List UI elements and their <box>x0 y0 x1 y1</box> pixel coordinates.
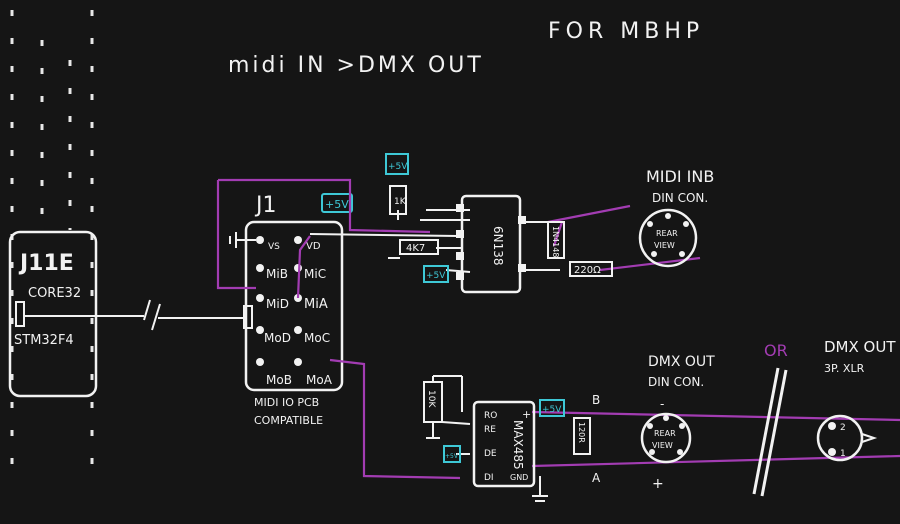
midi-supply-bottom: +5V <box>426 271 446 281</box>
core-bus-wire <box>24 299 253 331</box>
dmx-supply: +5V <box>542 405 562 415</box>
dmx-or-label: OR <box>764 341 788 360</box>
optocoupler-body <box>460 194 522 294</box>
midi-in-section: +5V 1K 4K7 +5V 6N138 1N4148 220Ω MIDI IN… <box>385 153 714 294</box>
dmx-pin-vcc: + <box>522 408 531 421</box>
dmx-line-b: B <box>592 393 600 407</box>
midi-view-line1: REAR <box>656 229 678 238</box>
dmx-pin-re: RE <box>484 425 496 435</box>
dmx-driver-label: MAX485 <box>511 420 525 470</box>
j1-connector: J1 +5V VS VD MiB MiC MiD MiA MoD MoC MoB… <box>229 193 353 427</box>
dmx-out-section: 10K MAX485 RO RE DE DI + GND +5V +5V 120… <box>423 338 896 502</box>
midi-connector-sub: DIN CON. <box>652 191 708 205</box>
dmx-din-sub: DIN CON. <box>648 375 704 389</box>
midi-supply-top: +5V <box>388 162 408 172</box>
j1-pin-vs: VS <box>268 242 280 252</box>
title-line1: midi IN >DMX OUT <box>228 53 484 78</box>
j1-caption-line1: MIDI IO PCB <box>254 396 319 409</box>
dmx-de-supply: +5V <box>445 453 459 460</box>
j1-power-label: +5V <box>325 198 349 211</box>
midi-din-connector <box>638 208 698 268</box>
j1-pin-mic: MiC <box>304 267 326 281</box>
dmx-din-connector <box>640 412 692 464</box>
j1-pin-mid: MiD <box>266 297 289 311</box>
midi-res-mid: 4K7 <box>406 243 425 254</box>
dmx-res-term: 120R <box>577 422 586 443</box>
j1-caption-line2: COMPATIBLE <box>254 414 323 427</box>
dmx-driver-body <box>472 400 536 488</box>
j11e-core: CORE32 <box>28 286 81 301</box>
j1-name: J1 <box>254 193 277 218</box>
midi-res-pullup: 1K <box>394 197 407 207</box>
dmx-line-a: A <box>592 471 601 485</box>
dmx-pin-ro: RO <box>484 411 497 421</box>
j11e-name: J11E <box>18 251 74 276</box>
j1-pin-moa: MoA <box>306 373 333 387</box>
dmx-xlr-pin-bottom: 1 <box>840 449 846 459</box>
j1-pin-vd: VD <box>306 241 321 252</box>
midi-view-line2: VIEW <box>654 241 675 250</box>
dmx-din-minus: - <box>660 397 664 411</box>
midi-diode: 1N4148 <box>551 226 560 257</box>
dmx-din-plus: + <box>652 476 664 492</box>
j11e-module: J11E CORE32 STM32F4 <box>8 230 98 398</box>
dmx-xlr-sub: 3P. XLR <box>824 362 865 375</box>
dmx-xlr-title: DMX OUT <box>824 338 896 356</box>
j11e-mcu: STM32F4 <box>14 333 74 348</box>
dmx-pin-gnd: GND <box>510 473 528 482</box>
midi-connector-title: MIDI INB <box>646 167 714 186</box>
dmx-din-title: DMX OUT <box>648 354 715 370</box>
dmx-view-line1: REAR <box>654 429 676 438</box>
dmx-view-line2: VIEW <box>652 441 673 450</box>
j1-pin-mib-top: MiB <box>266 267 288 281</box>
dmx-res-left: 10K <box>426 390 436 408</box>
title-line2: FOR MBHP <box>548 19 704 44</box>
dmx-xlr-pin-top: 2 <box>840 423 846 433</box>
j1-pin-mod: MoD <box>264 331 291 345</box>
j1-pin-mia: MiA <box>304 297 328 312</box>
dmx-xlr-connector <box>816 414 864 462</box>
dmx-pin-de: DE <box>484 449 497 459</box>
panel-edge <box>10 10 94 470</box>
midi-res-series: 220Ω <box>574 265 601 276</box>
dmx-pin-di: DI <box>484 473 494 483</box>
optocoupler-label: 6N138 <box>491 226 505 266</box>
j1-pin-moc: MoC <box>304 331 330 345</box>
j1-pin-mob: MoB <box>266 373 292 387</box>
wiring-purple <box>216 178 900 480</box>
